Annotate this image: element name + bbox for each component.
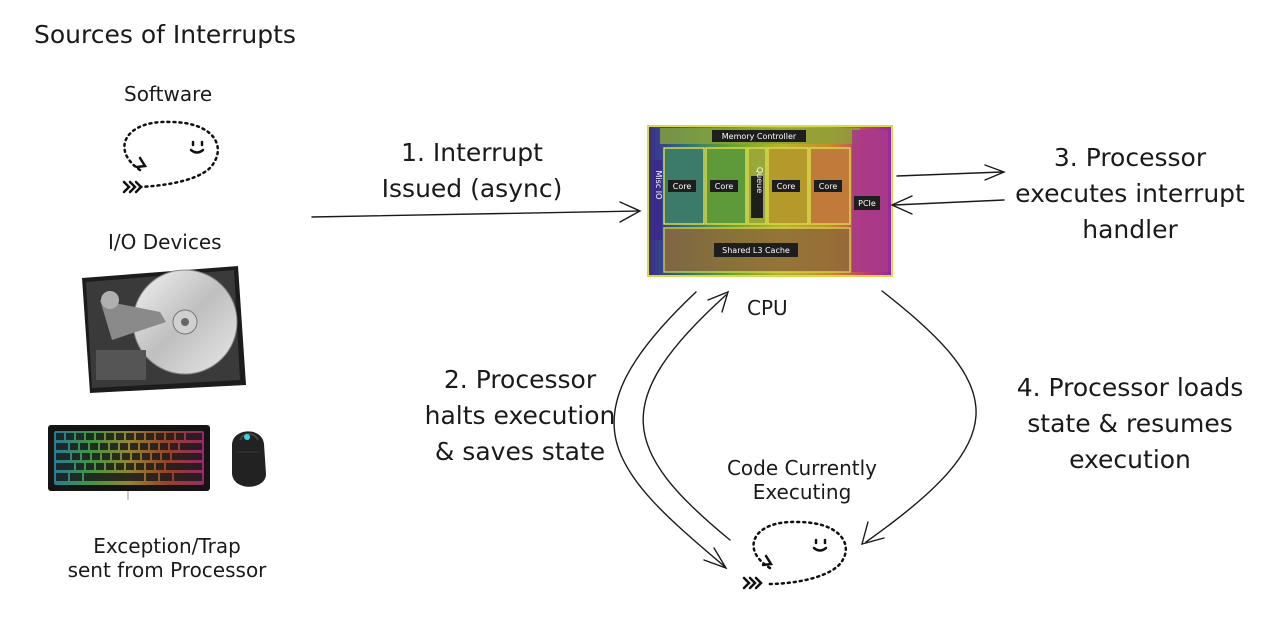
die-label-core-3: Core [777,182,796,191]
step2-label: 2. Processor halts execution & saves sta… [415,362,625,470]
code-line-1: Code Currently [726,456,878,480]
software-label: Software [124,82,213,106]
step4-line-1: 4. Processor loads [1016,373,1244,402]
arrow-step2-down-head [703,547,728,570]
step4-label: 4. Processor loads state & resumes execu… [1010,370,1250,478]
code-doodle-icon [752,520,848,586]
hard-drive-icon [82,266,246,393]
die-label-pcie: PCIe [858,199,876,208]
step4-line-2: state & resumes [1027,409,1233,438]
step1-line-2: Issued (async) [381,174,563,203]
step1-label: 1. Interrupt Issued (async) [372,135,572,207]
step1-line-1: 1. Interrupt [401,138,543,167]
software-doodle-arrows-icon [122,140,205,194]
step3-line-1: 3. Processor [1053,143,1207,172]
step2-line-2: halts execution [424,401,616,430]
step3-line-2: executes interrupt [1015,179,1245,208]
die-label-memory-controller: Memory Controller [722,132,797,141]
die-label-core-2: Core [715,182,734,191]
code-doodle-arrows-icon [742,538,828,590]
page-title: Sources of Interrupts [34,20,296,49]
arrow-step2-up [642,294,731,541]
die-label-core-1: Core [673,182,692,191]
arrow-step4 [865,290,977,543]
arrow-step3-back-head [890,195,913,215]
step4-line-3: execution [1069,445,1191,474]
cpu-label: CPU [747,296,788,320]
code-line-2: Executing [752,480,852,504]
cpu-die-icon: Memory Controller Misc IO Core Core Core… [647,125,893,277]
arrow-step1 [311,210,639,218]
die-label-misc-io: Misc IO [654,171,663,200]
arrow-step1-head [619,201,642,223]
step2-line-3: & saves state [434,437,606,466]
die-label-l3-cache: Shared L3 Cache [722,246,790,255]
exception-line-1: Exception/Trap [93,534,241,558]
arrow-step2-up-head [707,290,730,313]
io-devices-label: I/O Devices [108,230,222,254]
exception-label: Exception/Trap sent from Processor [64,534,270,582]
arrow-step3-back [893,199,1005,206]
step3-label: 3. Processor executes interrupt handler [1010,140,1250,248]
die-label-core-4: Core [819,182,838,191]
mouse-icon [232,431,266,487]
arrow-step2-down [613,291,725,567]
die-label-queue: Queue [755,167,764,193]
arrow-step3-out-head [984,164,1006,181]
step2-line-1: 2. Processor [443,365,597,394]
code-executing-label: Code Currently Executing [712,456,892,504]
arrow-step3-out [896,171,1003,177]
arrow-step4-head [861,521,885,545]
software-doodle-icon [123,120,220,189]
step3-line-3: handler [1082,215,1178,244]
exception-line-2: sent from Processor [67,558,267,582]
keyboard-icon [48,425,210,500]
